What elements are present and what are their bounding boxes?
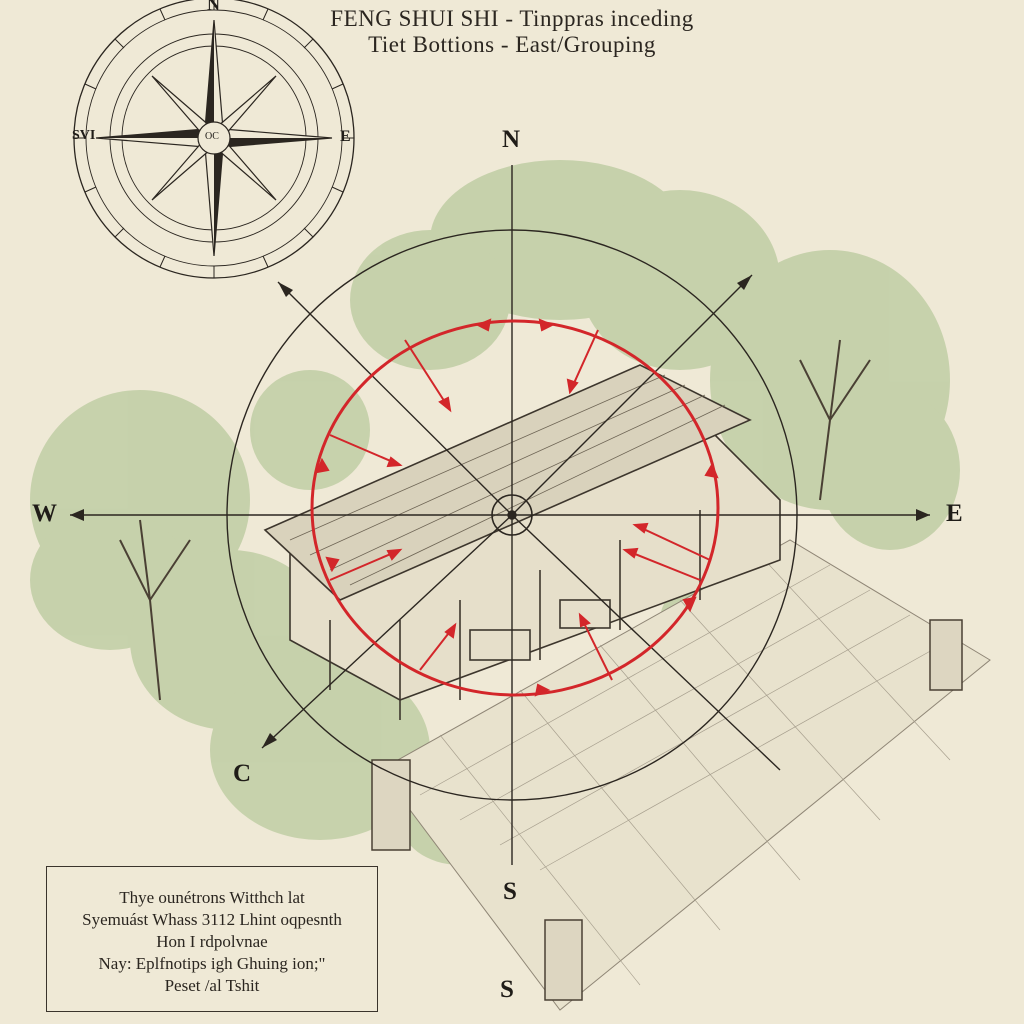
energy-flow-arrows [315,318,719,697]
rose-north-label: N [207,0,220,14]
legend-line: Syemuást Whass 3112 Lhint oqpesnth [82,910,342,929]
rose-west-label: SVI [72,128,96,143]
southwest-label: C [233,760,252,787]
legend-line: Nay: Eplfnotips igh Ghuing ion;" [98,954,326,973]
gate-pillar-right [929,619,963,691]
south-label: S [503,878,517,905]
west-label: W [32,500,57,527]
compass-arrowheads [70,275,930,748]
tree-trunks [119,339,871,701]
diagram-title: FENG SHUI SHI - Tinppras inceding [330,6,694,31]
courtyard-wall [371,759,411,851]
courtyard-paving [379,539,991,1011]
compass-overlay [70,165,930,865]
diagram-subtitle: Tiet Bottions - East/Grouping [368,32,656,57]
compass-rose [73,0,355,279]
paving-grid [419,554,951,986]
east-label: E [946,500,963,527]
legend-line: Peset /al Tshit [164,976,260,995]
legend-line: Hon I rdpolvnae [156,932,268,951]
bottom-south-label: S [500,976,514,1003]
legend-box: Thye ounétrons Witthch lat Syemuást Whas… [46,866,378,1012]
gate-pillar-bottom [544,919,583,1001]
north-label: N [502,126,521,153]
legend-line: Thye ounétrons Witthch lat [119,888,305,907]
energy-flow-circle [310,319,720,697]
rose-center-label: OC [205,131,219,142]
rose-east-label: E [340,128,351,145]
